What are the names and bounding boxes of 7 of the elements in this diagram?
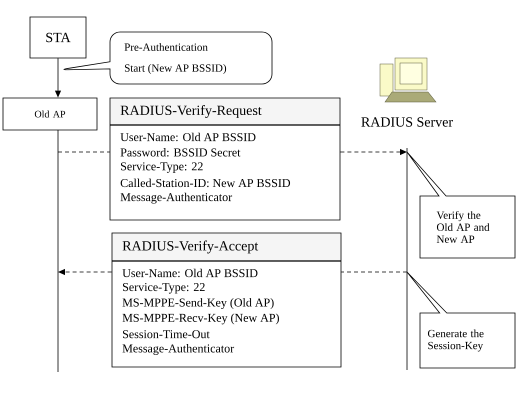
lifeline-box: Old AP xyxy=(2,98,98,372)
message-box: RADIUS-Verify-Request User-Name: Old AP BSSID Password: BSSID Secret Service-Type: 22 Called-Station-ID: New AP BSSID Message-Authenticator xyxy=(110,98,340,220)
note-callout: Generate the Session-Key xyxy=(406,272,516,368)
node-label: RADIUS Server xyxy=(361,117,453,127)
station-box: STA xyxy=(30,16,86,58)
note-callout: Verify the Old AP and New AP xyxy=(406,152,516,258)
message-box: RADIUS-Verify-Accept User-Name: Old AP BSSID Service-Type: 22 MS-MPPE-Send-Key (Old AP) MS-MPPE-Recv-Key (New AP) Session-Time-Out Message-Authenticator xyxy=(112,232,342,368)
